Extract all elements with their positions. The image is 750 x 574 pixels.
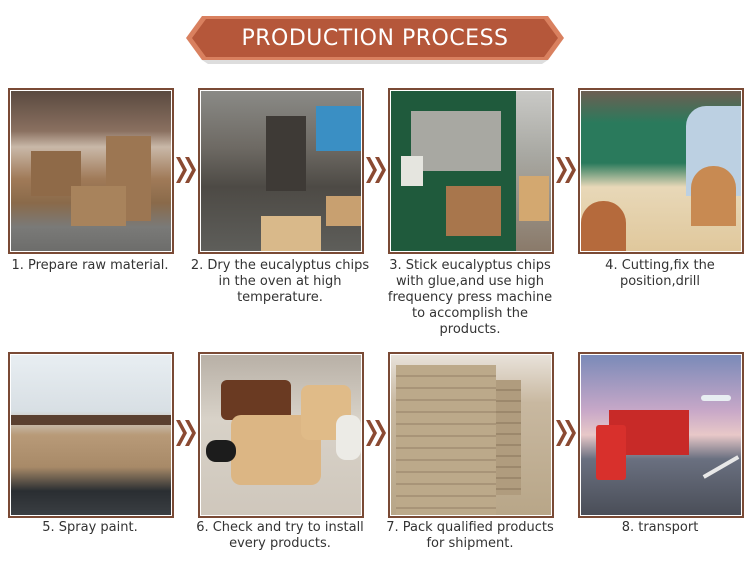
step-7-caption: 7. Pack qualified products for shipment. <box>386 520 554 551</box>
step-8-photo <box>578 352 744 518</box>
step-2-photo <box>198 88 364 254</box>
step-6-caption: 6. Check and try to install every produc… <box>196 520 364 551</box>
page-title: PRODUCTION PROCESS <box>241 26 509 51</box>
title-banner: PRODUCTION PROCESS <box>186 16 564 64</box>
step-1-photo <box>8 88 174 254</box>
banner-ribbon-shape <box>186 16 564 64</box>
step-1-caption: 1. Prepare raw material. <box>11 258 169 273</box>
next-step-arrow-icon <box>364 418 388 448</box>
next-step-arrow-icon <box>174 418 198 448</box>
next-step-arrow-icon <box>364 155 388 185</box>
next-step-arrow-icon <box>554 418 578 448</box>
step-8-caption: 8. transport <box>621 520 699 535</box>
step-2-caption: 2. Dry the eucalyptus chips in the oven … <box>190 258 370 305</box>
step-4-photo <box>578 88 744 254</box>
step-5-caption: 5. Spray paint. <box>42 520 138 535</box>
step-4-caption: 4. Cutting,fix the position,drill <box>605 258 715 289</box>
next-step-arrow-icon <box>554 155 578 185</box>
step-6-photo <box>198 352 364 518</box>
step-3-caption: 3. Stick eucalyptus chips with glue,and … <box>387 258 553 337</box>
step-3-photo <box>388 88 554 254</box>
step-5-photo <box>8 352 174 518</box>
step-7-photo <box>388 352 554 518</box>
next-step-arrow-icon <box>174 155 198 185</box>
